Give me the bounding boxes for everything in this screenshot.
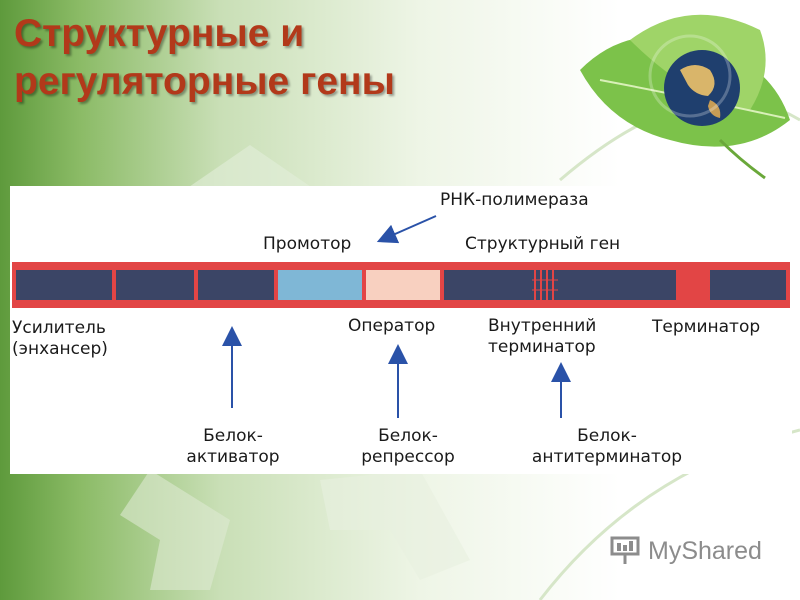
internal-terminator-line-2: терминатор [488, 337, 596, 357]
internal-terminator-label: Внутренний терминатор [488, 316, 596, 358]
repressor-label-line-1: Белок- [378, 426, 438, 446]
antiterminator-label-line-2: антитерминатор [531, 447, 683, 467]
myshared-text: MyShared [648, 536, 762, 565]
enhancer-label-line-2: (энхансер) [12, 339, 108, 359]
slide-title: Структурные и регуляторные гены [14, 10, 395, 106]
presentation-icon [610, 536, 640, 564]
title-line-1: Структурные и [14, 12, 305, 55]
enhancer-label-line-1: Усилитель [12, 318, 106, 338]
rna-polymerase-label: РНК-полимераза [440, 190, 589, 210]
operator-segment [366, 270, 440, 300]
enhancer-label: Усилитель (энхансер) [12, 318, 108, 360]
gene-diagram-panel: РНК-полимераза Промотор Структурный ген … [10, 186, 792, 474]
antiterminator-label: Белок- антитерминатор [514, 426, 700, 468]
antiterminator-label-line-1: Белок- [577, 426, 637, 446]
structural-gene-segment [444, 270, 676, 300]
repressor-label-line-2: репрессор [361, 447, 455, 467]
enhancer-segment [16, 270, 112, 300]
activator-label-line-1: Белок- [203, 426, 263, 446]
promoter-label: Промотор [263, 234, 352, 254]
promoter-segment [278, 270, 362, 300]
leaf-globe-icon [580, 14, 790, 180]
rna-polymerase-arrow [376, 215, 437, 244]
internal-terminator-mark [532, 270, 558, 300]
activator-label-line-2: активатор [186, 447, 280, 467]
internal-terminator-line-1: Внутренний [488, 316, 597, 336]
title-line-2: регуляторные гены [14, 60, 395, 103]
operator-label: Оператор [348, 316, 436, 336]
terminator-label: Терминатор [652, 317, 761, 337]
dna-strip [12, 262, 790, 308]
myshared-watermark: MyShared [610, 536, 762, 566]
activator-label: Белок- активатор [178, 426, 288, 468]
dna-segment-3 [198, 270, 274, 300]
repressor-label: Белок- репрессор [344, 426, 472, 468]
terminator-segment [680, 270, 706, 300]
dna-segment-2 [116, 270, 194, 300]
dna-segment-end [710, 270, 786, 300]
structural-gene-label: Структурный ген [465, 234, 621, 254]
